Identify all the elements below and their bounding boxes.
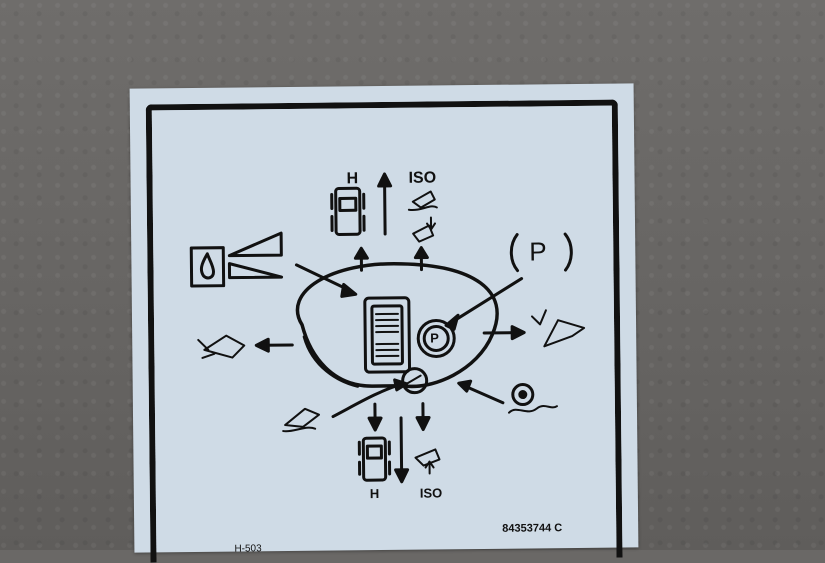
label-h-top: H (346, 170, 358, 188)
left-bucket-icon (198, 335, 244, 357)
lower-left-bucket-icon (283, 409, 319, 432)
iso-bucket-icon-1 (409, 191, 437, 210)
ramp-icon-1 (229, 233, 281, 256)
label-iso-top: ISO (408, 169, 436, 187)
console-inner-curve (304, 336, 358, 387)
part-number: 84353744 C (502, 522, 562, 535)
ride-control-icon (407, 376, 423, 386)
right-bucket-icon (532, 310, 584, 347)
decal-artwork (130, 83, 639, 552)
ride-control-button (403, 369, 427, 393)
corner-code: H-503 (234, 543, 261, 554)
parking-indicator-label: P (529, 236, 547, 267)
label-h-bottom: H (370, 486, 380, 501)
iso-bucket-icon-2 (413, 217, 435, 241)
curve-arrow-to-lower-button (333, 384, 403, 417)
instruction-decal: H ISO P P H ISO 84353744 C H-503 (130, 83, 639, 552)
iso-bucket-icon-bottom (415, 449, 439, 473)
label-iso-bottom: ISO (420, 485, 443, 500)
ramp-icon-2 (229, 263, 281, 278)
parking-button-label: P (430, 330, 439, 345)
